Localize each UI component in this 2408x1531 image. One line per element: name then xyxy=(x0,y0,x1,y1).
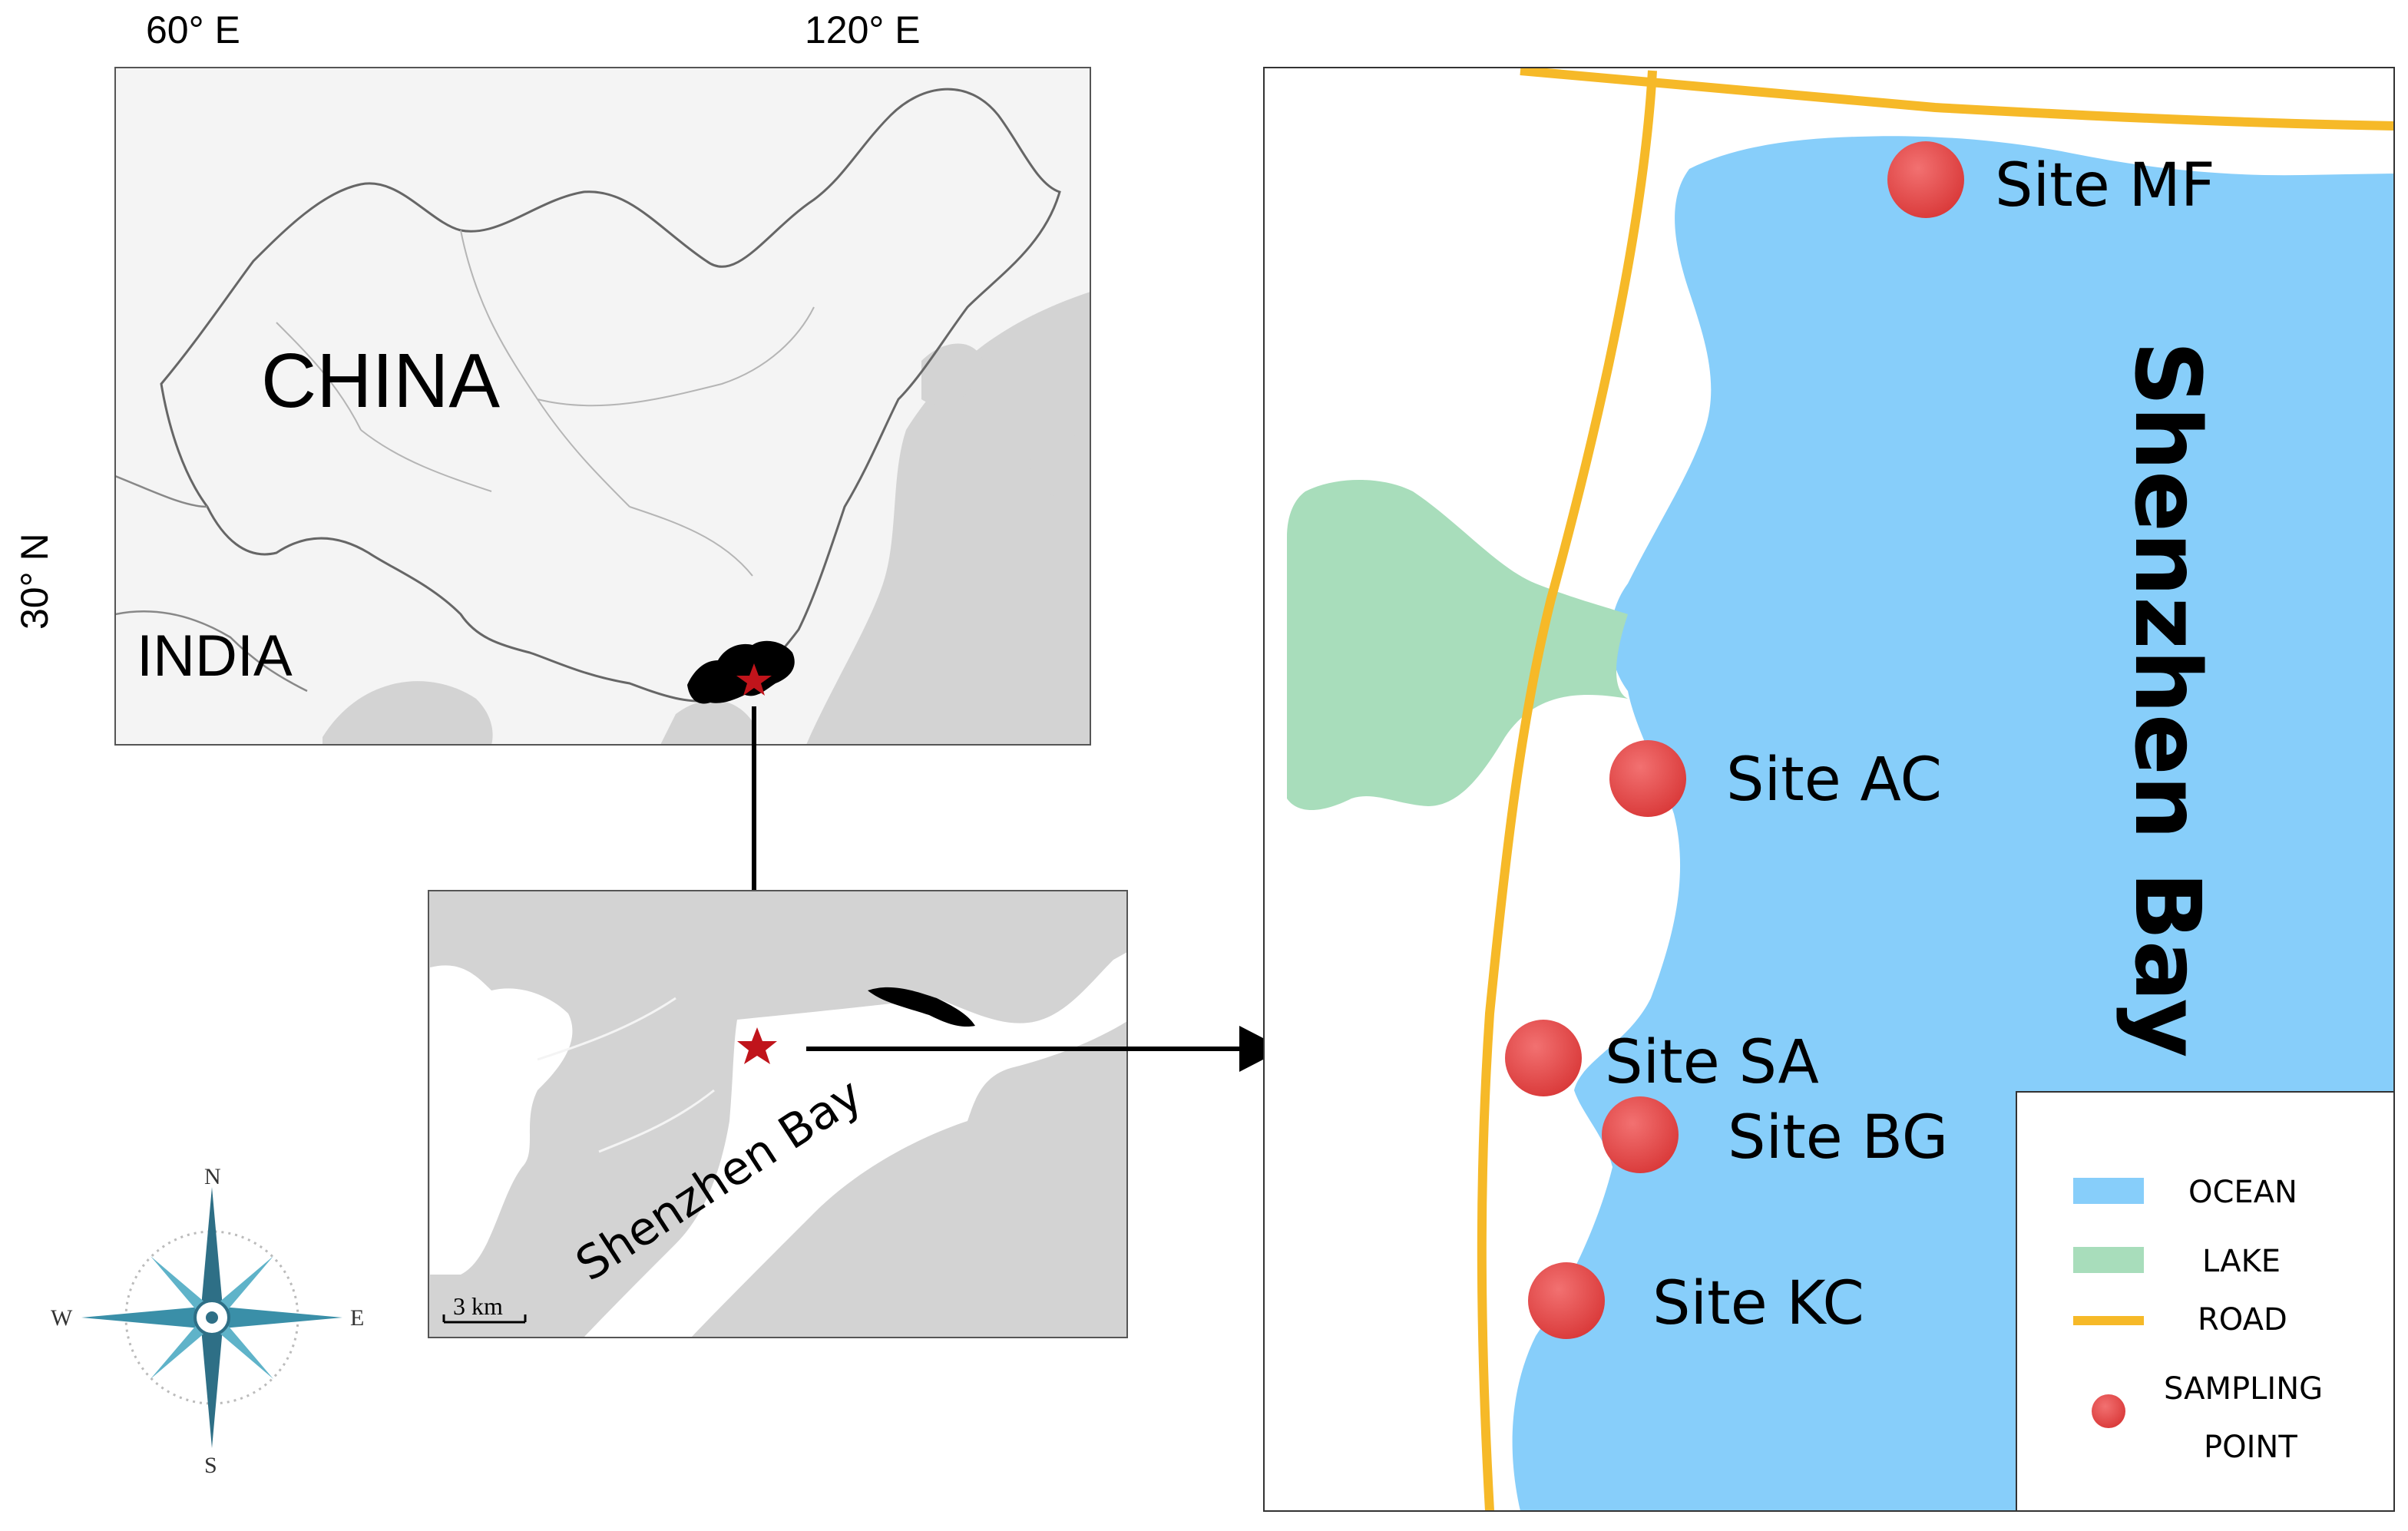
guangdong-region xyxy=(687,640,795,704)
site-label-mf: Site MF xyxy=(1995,151,2215,220)
inset-map: Shenzhen Bay 3 km xyxy=(428,890,1128,1338)
arrow-head-right xyxy=(1239,1026,1284,1072)
legend-label-point: POINT xyxy=(2204,1430,2297,1465)
compass-needle-se xyxy=(212,1318,273,1379)
scale-label: 3 km xyxy=(453,1292,503,1320)
neighbor-borders xyxy=(115,475,308,693)
site-label-kc: Site KC xyxy=(1652,1269,1864,1338)
sampling-point-kc xyxy=(1528,1262,1605,1339)
compass-needle-n xyxy=(201,1187,223,1318)
sampling-point-ac xyxy=(1609,740,1686,817)
legend: OCEAN LAKE ROAD SAMPLING POINT xyxy=(2016,1091,2395,1512)
inset-coast-detail xyxy=(537,997,715,1153)
site-label-bg: Site BG xyxy=(1728,1103,1948,1172)
overview-frame xyxy=(114,67,1091,746)
compass-needle-ne xyxy=(212,1256,273,1318)
province-borders xyxy=(276,230,815,577)
east-sea-land xyxy=(806,292,1090,745)
compass-center-dot xyxy=(206,1311,218,1324)
compass-label-n: N xyxy=(204,1164,221,1189)
site-label-sa: Site SA xyxy=(1605,1028,1819,1097)
detail-map: Site MF Site AC Site SA Site BG Site KC … xyxy=(1263,67,2395,1512)
legend-swatch-lake xyxy=(2073,1247,2144,1273)
legend-label-sampling: SAMPLING xyxy=(2164,1371,2323,1407)
compass-label-s: S xyxy=(204,1453,217,1478)
road-north xyxy=(1520,68,2394,131)
japan-land xyxy=(1029,435,1090,499)
detail-frame xyxy=(1263,67,2395,1512)
country-label-china: CHINA xyxy=(261,338,500,424)
location-star-inset xyxy=(737,1027,777,1064)
legend-label-lake: LAKE xyxy=(2202,1244,2281,1279)
lon-label-60e: 60° E xyxy=(146,8,240,51)
sampling-point-bg xyxy=(1602,1096,1679,1173)
china-border xyxy=(160,88,1061,703)
compass-label-e: E xyxy=(350,1305,364,1331)
legend-label-ocean: OCEAN xyxy=(2188,1175,2297,1210)
sampling-point-sa xyxy=(1505,1020,1582,1096)
overview-map: 60° E 120° E 30° N CHINA INDIA xyxy=(13,8,1091,746)
compass-label-w: W xyxy=(51,1305,73,1331)
lake-area xyxy=(1287,480,1628,810)
lat-label-30n: 30° N xyxy=(13,533,56,630)
compass-needle-nw xyxy=(150,1256,212,1318)
inset-highlight-area xyxy=(868,987,975,1027)
detail-bay-label: Shenzhen Bay xyxy=(2115,341,2221,1058)
site-label-ac: Site AC xyxy=(1726,746,1942,815)
compass-needle-w xyxy=(81,1307,212,1328)
compass-needle-sw xyxy=(150,1318,212,1379)
indochina-land xyxy=(660,699,752,745)
compass-needle-e xyxy=(212,1307,342,1328)
location-star-overview xyxy=(736,663,772,696)
legend-swatch-ocean xyxy=(2073,1178,2144,1204)
country-label-india: INDIA xyxy=(137,623,293,689)
sampling-point-mf xyxy=(1887,141,1964,218)
india-south-land xyxy=(322,681,493,745)
legend-swatch-road xyxy=(2073,1316,2144,1325)
compass-rose: N S E W xyxy=(51,1164,364,1478)
inset-frame xyxy=(428,890,1128,1338)
lon-label-120e: 120° E xyxy=(805,8,921,51)
inset-water-west xyxy=(430,965,573,1275)
compass-needle-s xyxy=(201,1318,223,1448)
legend-box xyxy=(2016,1091,2395,1512)
legend-swatch-sampling-point xyxy=(2092,1394,2125,1428)
road-main xyxy=(1477,70,1657,1511)
korea-land xyxy=(921,343,983,405)
legend-label-road: ROAD xyxy=(2198,1302,2287,1338)
